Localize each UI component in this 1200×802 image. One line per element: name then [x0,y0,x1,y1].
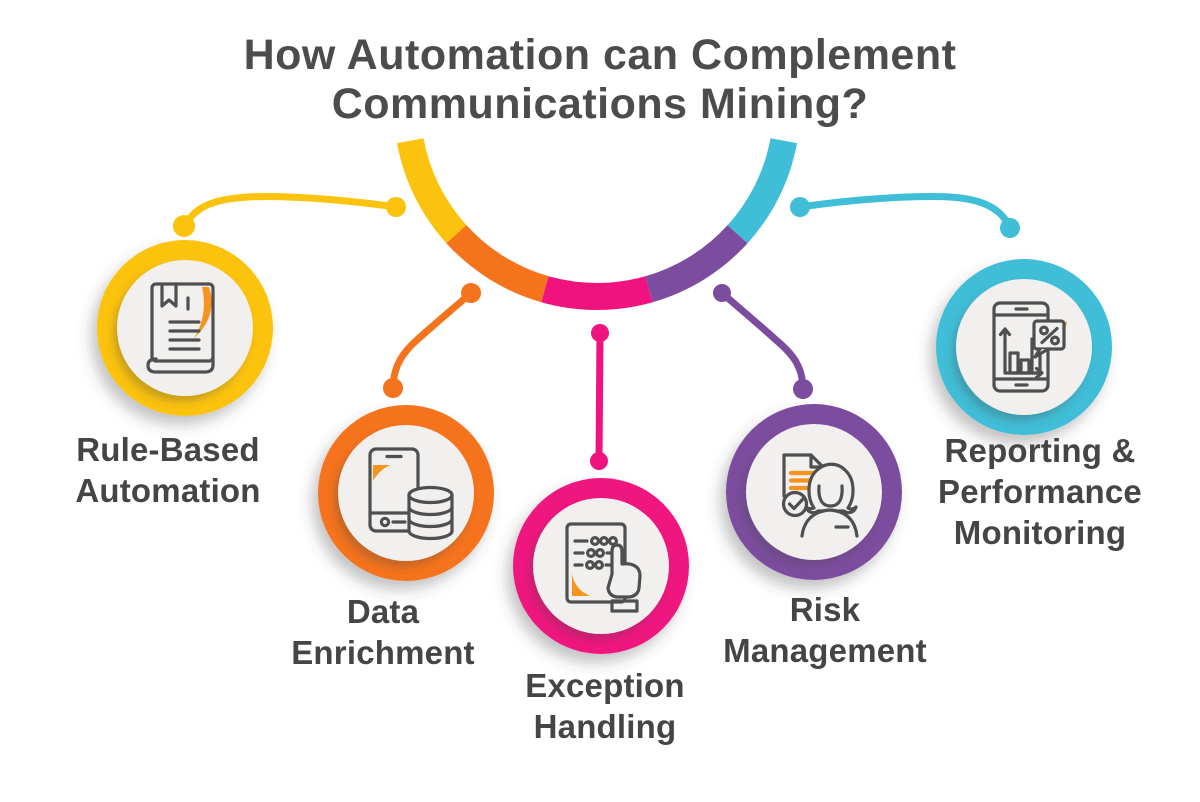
label-line: Performance [938,473,1142,510]
node-risk-management [726,404,902,580]
central-arc [397,138,797,310]
connector-data-enrichment [383,283,481,398]
arc-segment-reporting-performance-monitoring [727,138,797,244]
page-title: How Automation can Complement Communicat… [0,31,1200,129]
node-label-rule-based-automation: Rule-Based Automation [18,429,318,511]
node-label-risk-management: Risk Management [675,589,975,671]
label-line: Automation [75,472,261,509]
chart-percent-icon [992,301,1067,393]
label-line: Handling [533,708,677,745]
book-icon [146,282,215,374]
person-document-check-icon [781,453,859,538]
label-line: Management [723,632,927,669]
node-label-reporting-performance-monitoring: Reporting & Performance Monitoring [890,430,1190,553]
node-face [117,260,253,396]
node-reporting-performance-monitoring [936,259,1112,435]
label-line: Reporting & [944,432,1136,469]
label-line: Monitoring [953,514,1127,551]
document-hand-icon [565,522,642,613]
title-line-1: How Automation can Complement [243,31,957,79]
connector-exception-handling [590,324,609,470]
node-label-data-enrichment: Data Enrichment [233,591,533,673]
node-data-enrichment [318,405,494,581]
node-label-exception-handling: Exception Handling [455,665,755,747]
label-line: Risk [789,591,861,628]
label-line: Data [346,593,420,630]
node-face [956,279,1092,415]
arc-segment-data-enrichment [446,225,549,303]
phone-database-icon [368,447,454,541]
node-rule-based-automation [97,240,273,416]
connector-risk-management [713,284,813,399]
arc-segment-exception-handling [541,276,653,310]
label-line: Exception [525,667,685,704]
title-line-2: Communications Mining? [331,80,869,128]
arc-segment-risk-management [645,225,748,303]
node-exception-handling [513,478,689,654]
connector-reporting-performance-monitoring [790,192,1020,238]
node-face [338,425,474,561]
label-line: Enrichment [291,634,475,671]
label-line: Rule-Based [76,431,260,468]
arc-segment-rule-based-automation [397,138,467,244]
connector-rule-based-automation [173,192,406,237]
